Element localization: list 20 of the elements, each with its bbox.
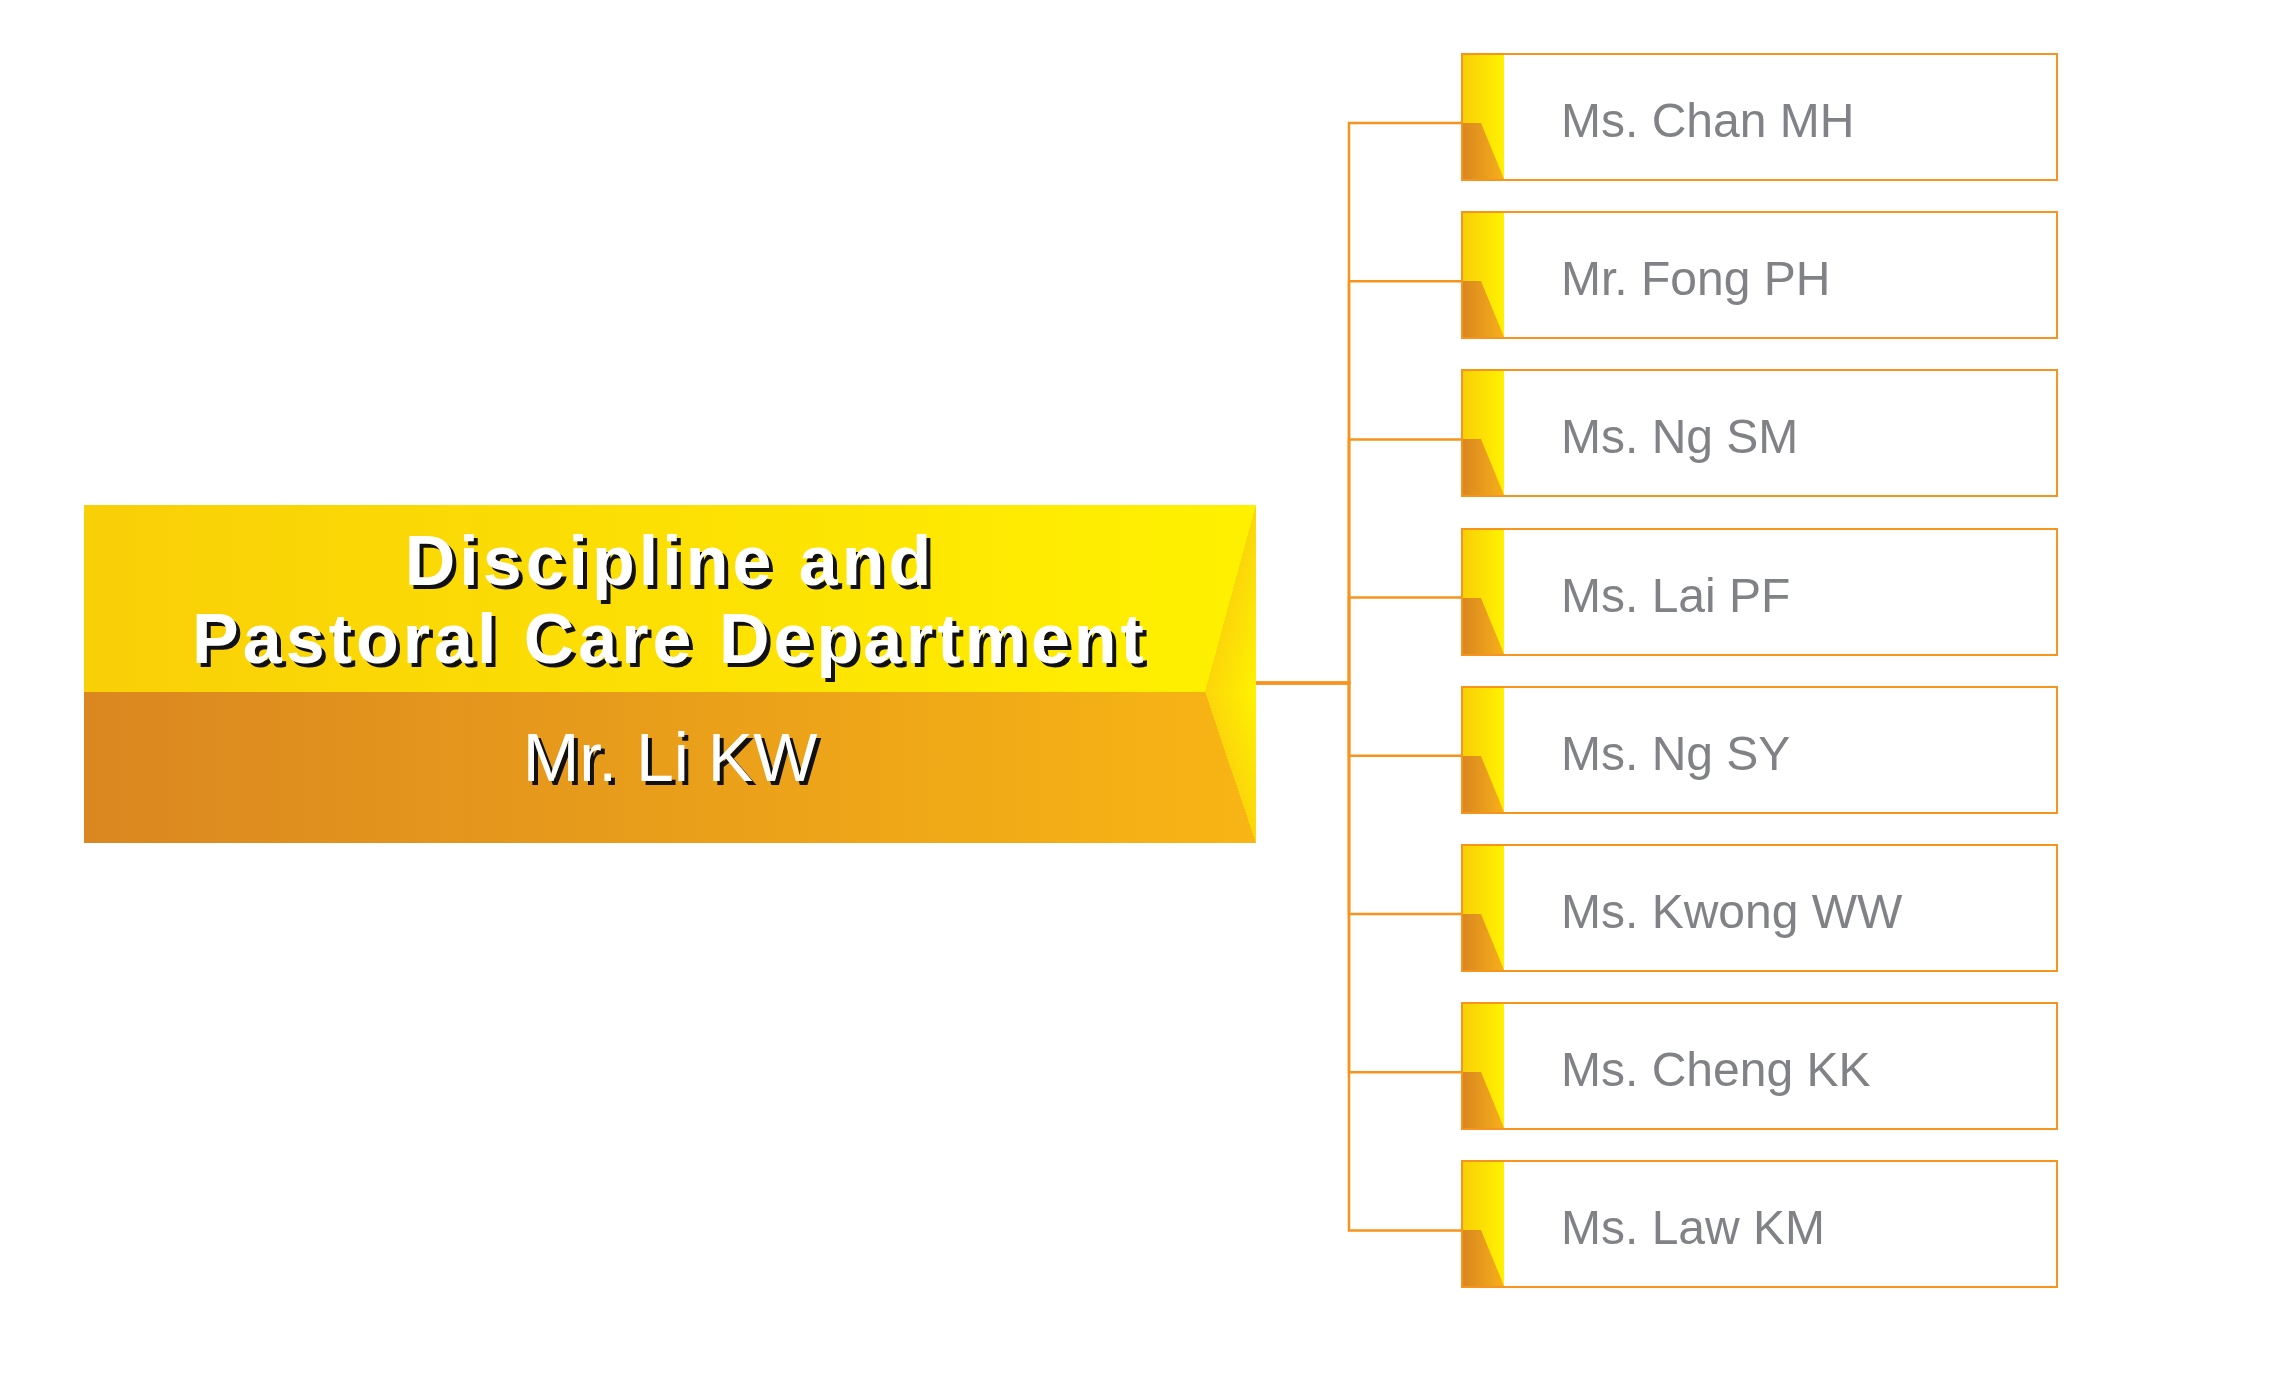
staff-box — [1461, 844, 2058, 972]
staff-box — [1461, 685, 2058, 814]
staff-name: Ms. Lai PF — [1561, 567, 1791, 624]
staff-name: Ms. Kwong WW — [1561, 884, 1903, 940]
staff-name: Mr. Fong PH — [1561, 251, 1831, 308]
staff-name: Ms. Ng SY — [1561, 725, 1791, 782]
staff-box — [1461, 1002, 2058, 1131]
staff-name: Ms. Ng SM — [1561, 409, 1799, 466]
head-name: Mr. Li KW — [522, 719, 818, 795]
staff-name: Ms. Cheng KK — [1561, 1042, 1871, 1099]
staff-box — [1461, 527, 2058, 656]
staff-box — [1461, 1160, 2058, 1289]
staff-box — [1461, 53, 2058, 181]
staff-name: Ms. Chan MH — [1561, 93, 1855, 149]
staff-box — [1461, 211, 2058, 340]
department-title: Discipline and Pastoral Care Department — [192, 522, 1148, 678]
staff-box — [1461, 369, 2058, 498]
staff-name: Ms. Law KM — [1561, 1200, 1826, 1257]
department-banner — [84, 505, 1256, 843]
connector-line — [1256, 681, 1461, 1232]
